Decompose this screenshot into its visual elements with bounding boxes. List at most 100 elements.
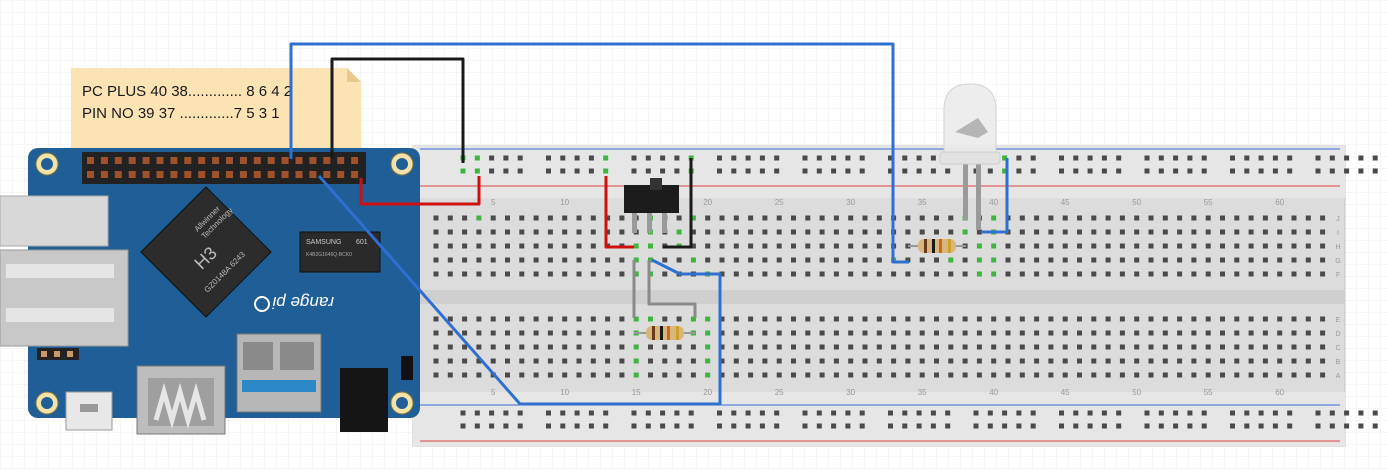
breadboard-hole bbox=[919, 215, 925, 221]
breadboard-hole bbox=[1048, 344, 1054, 350]
breadboard-hole bbox=[447, 344, 453, 350]
breadboard-hole bbox=[605, 229, 611, 235]
rail-hole bbox=[731, 423, 737, 429]
breadboard-hole bbox=[433, 215, 439, 221]
row-letter: F bbox=[1336, 272, 1340, 279]
breadboard-hole bbox=[905, 330, 911, 336]
breadboard-hole bbox=[562, 358, 568, 364]
breadboard-hole bbox=[1291, 344, 1297, 350]
breadboard-hole bbox=[590, 243, 596, 249]
breadboard-hole bbox=[791, 344, 796, 350]
breadboard-hole bbox=[633, 271, 639, 277]
breadboard-hole bbox=[762, 316, 768, 322]
breadboard-hole bbox=[605, 316, 611, 322]
breadboard-hole bbox=[1234, 215, 1240, 221]
breadboard-hole bbox=[991, 215, 997, 221]
rail-hole bbox=[645, 155, 651, 161]
breadboard-hole bbox=[1034, 344, 1040, 350]
rail-hole bbox=[460, 168, 466, 174]
rail-hole bbox=[517, 423, 523, 429]
switch-knob bbox=[650, 178, 662, 190]
breadboard-hole bbox=[605, 215, 611, 221]
mount-hole-inner bbox=[396, 158, 408, 170]
rail-hole bbox=[1358, 410, 1364, 416]
breadboard-hole bbox=[1277, 330, 1283, 336]
breadboard-hole bbox=[447, 358, 453, 364]
column-label: 45 bbox=[1061, 198, 1070, 207]
breadboard-hole bbox=[533, 372, 539, 378]
breadboard-hole bbox=[791, 229, 796, 235]
breadboard-hole bbox=[533, 243, 539, 249]
logo-text: range pi bbox=[271, 293, 334, 312]
gpio-pin bbox=[128, 171, 136, 178]
breadboard-hole bbox=[562, 316, 568, 322]
breadboard-hole bbox=[633, 316, 639, 322]
breadboard-hole bbox=[776, 257, 782, 263]
breadboard-hole bbox=[1119, 358, 1125, 364]
breadboard-hole bbox=[1091, 257, 1097, 263]
rail-hole bbox=[802, 423, 808, 429]
breadboard-hole bbox=[1091, 344, 1097, 350]
resistor-band bbox=[932, 239, 935, 253]
led-anvil bbox=[955, 118, 988, 138]
rail-hole bbox=[945, 168, 951, 174]
rail-hole bbox=[1272, 423, 1278, 429]
breadboard-hole bbox=[547, 358, 553, 364]
rail-hole bbox=[517, 168, 523, 174]
gpio-pin bbox=[184, 171, 192, 178]
breadboard-hole bbox=[648, 358, 653, 364]
micro-usb-port bbox=[65, 391, 113, 431]
gpio-pin bbox=[226, 157, 233, 164]
rail-hole bbox=[1187, 155, 1193, 161]
breadboard-hole bbox=[1291, 257, 1297, 263]
rail-hole bbox=[945, 410, 951, 416]
breadboard-hole bbox=[1234, 271, 1240, 277]
breadboard-hole bbox=[1091, 330, 1097, 336]
rail-hole bbox=[774, 410, 780, 416]
breadboard-hole bbox=[905, 344, 911, 350]
breadboard-hole bbox=[934, 215, 939, 221]
rail-hole bbox=[1158, 155, 1164, 161]
breadboard-hole bbox=[1162, 316, 1168, 322]
breadboard-hole bbox=[1177, 229, 1183, 235]
breadboard-hole bbox=[805, 372, 811, 378]
breadboard-hole bbox=[776, 344, 782, 350]
breadboard-hole bbox=[690, 316, 696, 322]
rail-hole bbox=[1073, 410, 1079, 416]
rail-hole bbox=[489, 155, 495, 161]
breadboard-hole bbox=[934, 372, 939, 378]
breadboard-hole bbox=[562, 344, 568, 350]
breadboard-hole bbox=[1234, 358, 1240, 364]
breadboard-hole bbox=[690, 372, 696, 378]
breadboard-hole bbox=[1148, 271, 1154, 277]
rail-hole bbox=[489, 168, 495, 174]
rail-hole bbox=[588, 155, 594, 161]
rail-hole bbox=[1287, 168, 1293, 174]
rail-hole bbox=[859, 423, 865, 429]
breadboard-hole bbox=[991, 358, 997, 364]
breadboard-hole bbox=[1048, 229, 1054, 235]
resistor-body bbox=[646, 326, 684, 340]
rail-hole bbox=[1016, 423, 1022, 429]
rail-hole bbox=[802, 155, 808, 161]
breadboard-hole bbox=[1019, 372, 1025, 378]
breadboard-hole bbox=[934, 257, 939, 263]
breadboard-hole bbox=[1062, 358, 1068, 364]
mount-hole-inner bbox=[41, 397, 53, 409]
breadboard-hole bbox=[876, 316, 882, 322]
breadboard-hole bbox=[1162, 330, 1168, 336]
breadboard-hole bbox=[1034, 257, 1040, 263]
breadboard-hole bbox=[1177, 358, 1183, 364]
breadboard-hole bbox=[1320, 372, 1326, 378]
breadboard-hole bbox=[1205, 229, 1211, 235]
breadboard-hole bbox=[1048, 330, 1054, 336]
breadboard-hole bbox=[1234, 330, 1240, 336]
breadboard-hole bbox=[1262, 358, 1268, 364]
breadboard-hole bbox=[519, 215, 525, 221]
rail-hole bbox=[1144, 423, 1150, 429]
breadboard-hole bbox=[1191, 330, 1197, 336]
breadboard-hole bbox=[862, 271, 868, 277]
breadboard-hole bbox=[519, 229, 525, 235]
breadboard-hole bbox=[676, 316, 682, 322]
